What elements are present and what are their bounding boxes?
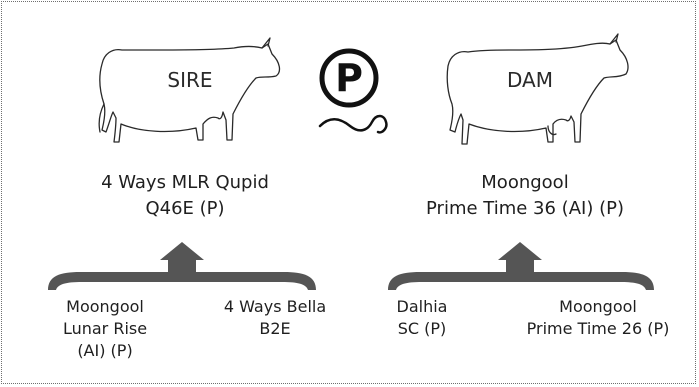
sire-name-line1: 4 Ways MLR Qupid xyxy=(101,172,269,193)
sire-sire-label: Moongool Lunar Rise (AI) (P) xyxy=(62,297,148,360)
polled-symbol-letter: P xyxy=(335,56,363,100)
sire-name-line2: Q46E (P) xyxy=(145,198,225,219)
dam-name-line2: Prime Time 36 (AI) (P) xyxy=(426,198,624,219)
sire-dam-label: 4 Ways Bella B2E xyxy=(223,297,327,338)
dam-sire-label: Dalhia SC (P) xyxy=(396,297,448,338)
dam-badge: DAM xyxy=(507,68,553,92)
dam-parents-brace xyxy=(388,242,654,290)
polled-symbol-icon xyxy=(318,48,388,134)
sire-parents-brace xyxy=(48,242,316,290)
dam-dam-label: Moongool Prime Time 26 (P) xyxy=(526,297,670,338)
bull-icon xyxy=(98,37,281,143)
cow-icon xyxy=(446,33,629,145)
sire-badge: SIRE xyxy=(167,68,213,92)
dam-name-line1: Moongool xyxy=(481,172,569,193)
